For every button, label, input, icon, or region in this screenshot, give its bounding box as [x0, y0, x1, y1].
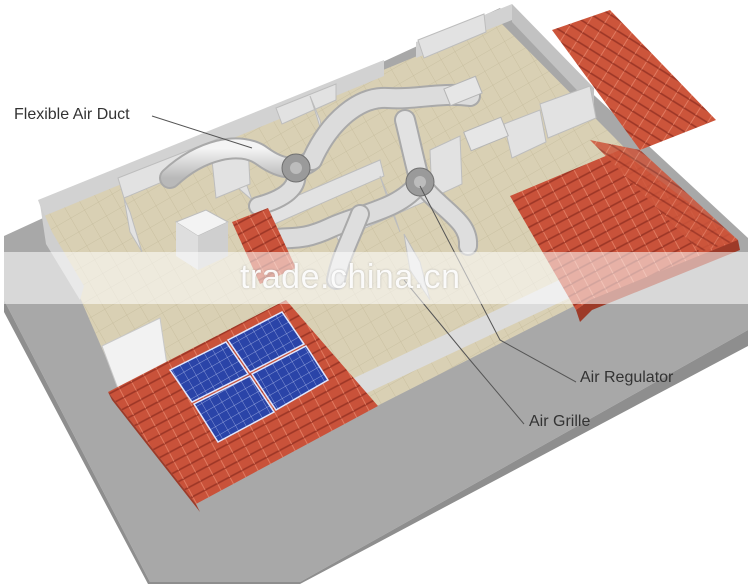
house-floor: [42, 22, 712, 440]
roof-front-edge: [108, 392, 200, 512]
watermark-band: [0, 252, 750, 304]
solar-panel: [168, 341, 250, 403]
label-flexible-air-duct: Flexible Air Duct: [14, 106, 130, 123]
air-regulator-hub: [414, 176, 426, 188]
roof-right-hip: [590, 140, 738, 252]
label-air-regulator: Air Regulator: [580, 369, 674, 386]
leader-line-grille: [403, 279, 525, 425]
solar-panel: [192, 375, 276, 443]
label-air-grille: Air Grille: [529, 413, 591, 430]
plenum-box: [443, 75, 483, 107]
air-regulator-hub: [290, 162, 302, 174]
solar-panel: [226, 311, 306, 373]
watermark-text: trade.china.cn: [240, 258, 461, 296]
leader-line-duct: [151, 115, 253, 149]
outer-wall-right: [512, 4, 594, 108]
roof-top-right: [552, 10, 716, 150]
leader-lines: [151, 115, 577, 425]
solar-panel: [250, 345, 330, 412]
plenum-box: [463, 116, 509, 152]
leader-line-regulator: [419, 185, 577, 383]
solar-panel-array: [168, 311, 330, 443]
